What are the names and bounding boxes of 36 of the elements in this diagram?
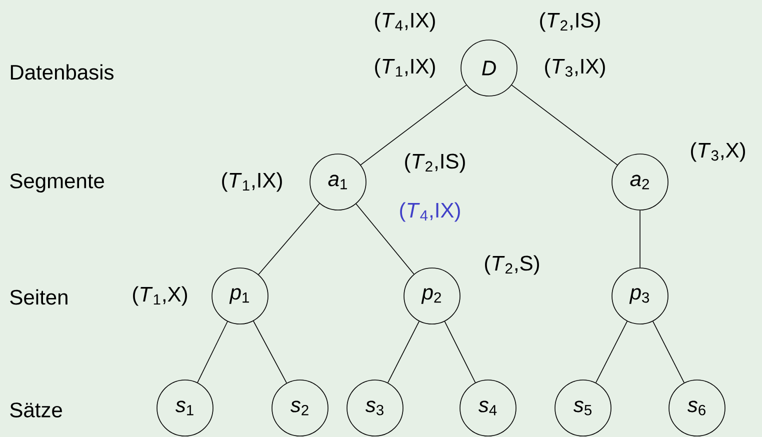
tree-edge	[253, 320, 287, 384]
lock-annotation: (T$_{1}$,IX)	[222, 172, 282, 192]
tree-edge	[258, 203, 320, 275]
lock-annotation: (T$_{4}$,IX)	[375, 12, 435, 32]
tree-node: s$_{1}$	[156, 380, 214, 436]
tree-node: s$_{2}$	[272, 380, 328, 436]
tree-node: p$_{2}$	[404, 268, 460, 324]
level-label: Seiten	[10, 289, 68, 305]
lock-annotation: (T$_{4}$,IX)	[400, 202, 460, 222]
level-label: Sätze	[10, 402, 62, 418]
level-label: Datenbasis	[10, 64, 114, 80]
level-label: Segmente	[10, 174, 104, 193]
lock-annotation: (T$_{2}$,S)	[485, 255, 539, 275]
lock-annotation: (T$_{3}$,X)	[691, 142, 745, 162]
tree-node: s$_{6}$	[668, 380, 726, 436]
lock-annotation: (T$_{1}$,IX)	[375, 58, 435, 78]
tree-edge	[356, 204, 414, 274]
lock-annotation: (T$_{1}$,X)	[133, 286, 187, 306]
lock-annotation: (T$_{2}$,IS)	[540, 12, 600, 32]
tree-node: p$_{3}$	[612, 268, 668, 324]
tree-node: s$_{3}$	[346, 380, 404, 436]
lock-annotation: (T$_{2}$,IS)	[405, 153, 465, 173]
tree-edge	[388, 320, 420, 384]
tree-edge	[444, 321, 476, 383]
tree-node: a$_{1}$	[310, 154, 366, 210]
tree-edge	[197, 321, 228, 383]
tree-node: D	[460, 40, 518, 96]
tree-node: p$_{1}$	[212, 268, 268, 324]
tree-edge	[596, 320, 628, 384]
tree-node: s$_{5}$	[554, 380, 612, 436]
lock-annotation: (T$_{3}$,IX)	[545, 58, 605, 78]
tree-node: s$_{4}$	[460, 380, 516, 436]
tree-edge	[360, 84, 467, 166]
tree-node: a$_{2}$	[612, 154, 668, 210]
tree-edge	[652, 320, 685, 384]
tree-edge	[511, 84, 618, 166]
